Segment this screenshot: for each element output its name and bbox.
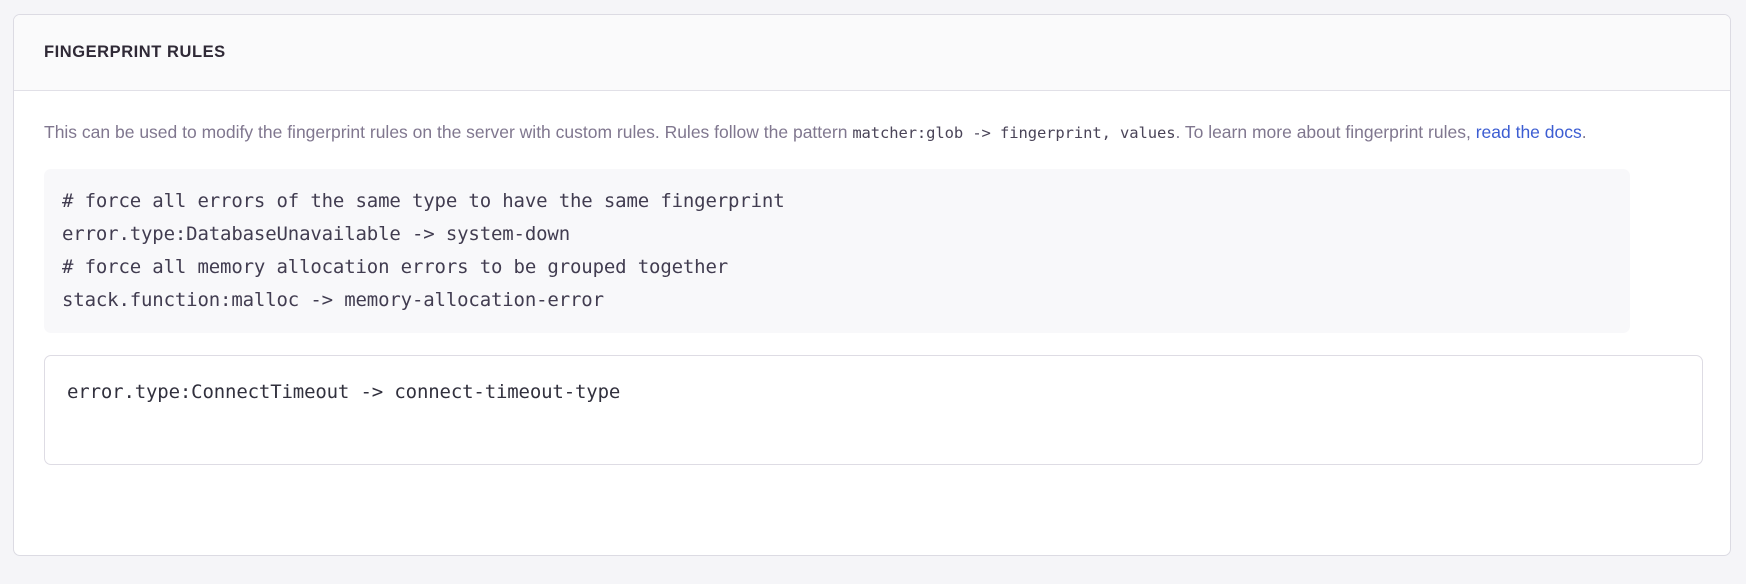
code-line: # force all errors of the same type to h… bbox=[62, 190, 785, 212]
description-text-part-1: This can be used to modify the fingerpri… bbox=[44, 122, 853, 142]
description-text-part-3: . bbox=[1581, 122, 1587, 142]
example-code-block: # force all errors of the same type to h… bbox=[44, 169, 1630, 333]
description-text-part-2: . To learn more about fingerprint rules, bbox=[1175, 122, 1476, 142]
panel-header: FINGERPRINT RULES bbox=[14, 15, 1730, 91]
code-line: stack.function:malloc -> memory-allocati… bbox=[62, 289, 604, 311]
fingerprint-rules-panel: FINGERPRINT RULES This can be used to mo… bbox=[13, 14, 1731, 556]
fingerprint-rules-input[interactable]: error.type:ConnectTimeout -> connect-tim… bbox=[44, 355, 1703, 465]
pattern-inline-code: matcher:glob -> fingerprint, values bbox=[852, 124, 1176, 142]
code-line: error.type:DatabaseUnavailable -> system… bbox=[62, 223, 571, 245]
panel-body: This can be used to modify the fingerpri… bbox=[14, 91, 1730, 465]
code-line: # force all memory allocation errors to … bbox=[62, 256, 729, 278]
page-title: FINGERPRINT RULES bbox=[44, 43, 226, 61]
panel-description: This can be used to modify the fingerpri… bbox=[44, 117, 1700, 149]
read-the-docs-link[interactable]: read the docs bbox=[1475, 122, 1582, 142]
